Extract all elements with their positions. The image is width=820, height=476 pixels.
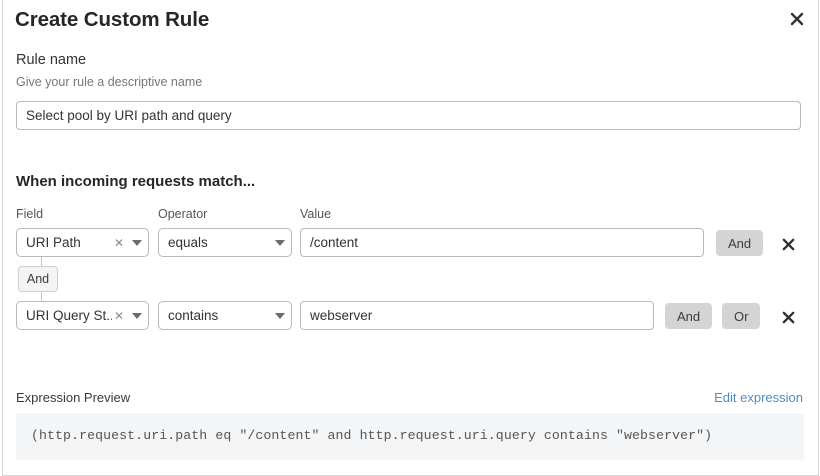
value-input-row-1[interactable] (300, 228, 704, 257)
and-button-row-2[interactable]: And (665, 303, 713, 329)
rule-name-description: Give your rule a descriptive name (16, 75, 203, 89)
chevron-down-icon[interactable] (269, 239, 291, 246)
page-title: Create Custom Rule (15, 8, 210, 31)
remove-row-1-button[interactable] (778, 234, 798, 254)
chevron-down-icon[interactable] (126, 312, 148, 319)
rule-name-input[interactable] (16, 101, 801, 130)
rule-name-label: Rule name (16, 52, 87, 68)
chevron-down-icon[interactable] (126, 239, 148, 246)
operator-select-row-2[interactable]: contains (158, 301, 292, 330)
connector-and-badge[interactable]: And (18, 266, 58, 292)
field-select-row-1-value: URI Path (26, 235, 81, 250)
clear-icon[interactable]: ✕ (113, 308, 125, 323)
expression-preview-label: Expression Preview (16, 390, 131, 405)
remove-row-2-button[interactable] (778, 307, 798, 327)
and-button-row-1[interactable]: And (716, 230, 764, 256)
column-header-value: Value (300, 207, 332, 221)
clear-icon[interactable]: ✕ (113, 235, 125, 250)
column-header-operator: Operator (158, 207, 208, 221)
expression-preview-code: (http.request.uri.path eq "/content" and… (31, 428, 713, 443)
connector-line-top (41, 257, 42, 267)
column-header-field: Field (16, 207, 44, 221)
or-button-row-2[interactable]: Or (722, 303, 761, 329)
chevron-down-icon[interactable] (269, 312, 291, 319)
field-select-row-1[interactable]: URI Path ✕ (16, 228, 149, 257)
connector-line-bottom (41, 292, 42, 302)
connector-and-badge-label: And (26, 272, 50, 286)
field-select-row-2[interactable]: URI Query St... ✕ (16, 301, 149, 330)
expression-preview-box (16, 413, 804, 460)
operator-select-row-1-value: equals (168, 235, 208, 250)
operator-select-row-2-value: contains (168, 308, 219, 323)
field-select-row-2-value: URI Query St... (26, 308, 112, 323)
operator-select-row-1[interactable]: equals (158, 228, 292, 257)
edit-expression-link[interactable]: Edit expression (714, 390, 803, 405)
close-icon[interactable] (784, 6, 810, 32)
value-input-row-2[interactable] (300, 301, 654, 330)
match-section-heading: When incoming requests match... (16, 173, 256, 190)
